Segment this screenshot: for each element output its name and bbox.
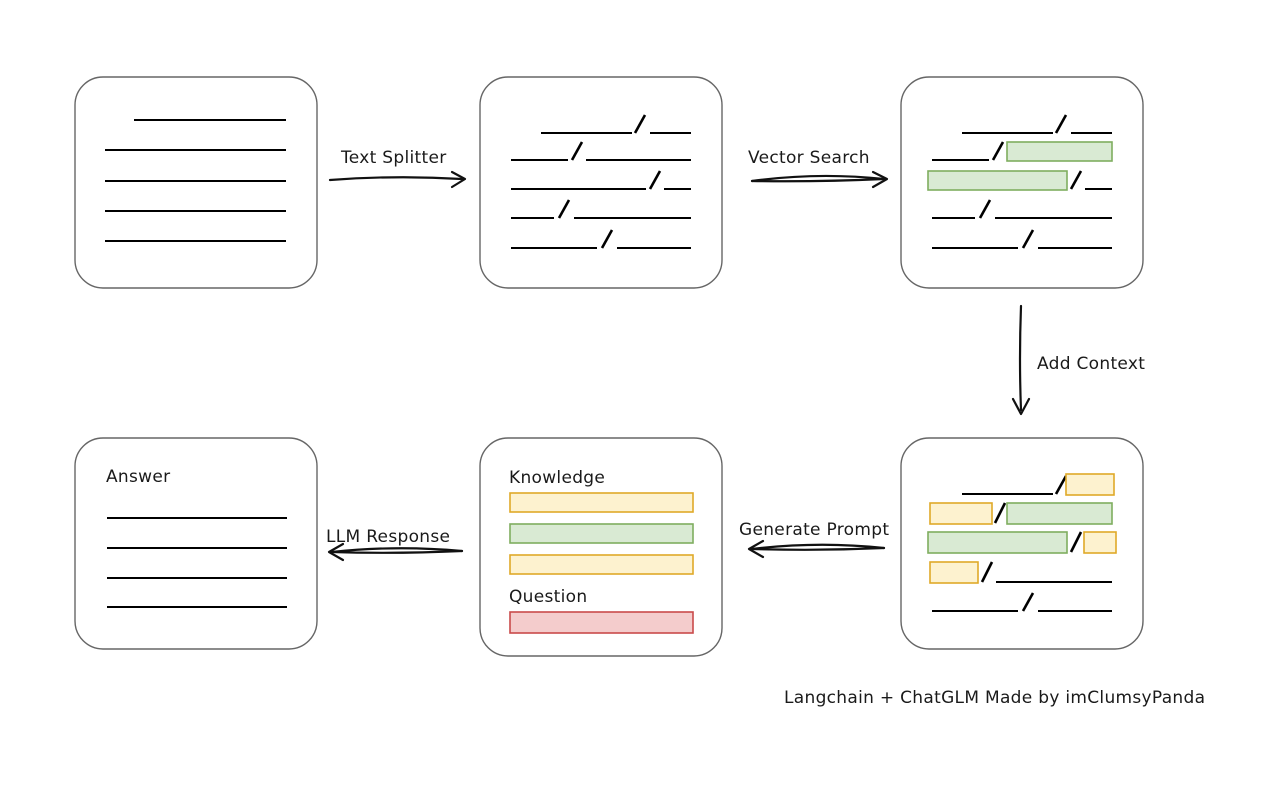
matched-chunks-rows [927,114,1113,249]
edge-label-generate-prompt: Generate Prompt [739,520,889,540]
edge-label-vector-search: Vector Search [748,148,870,168]
node-split-chunks[interactable] [479,76,723,289]
node-prompt[interactable] [479,437,723,657]
chunk-chip-green [1006,141,1113,162]
knowledge-bar-yellow [509,554,694,575]
edge-text-splitter[interactable] [328,170,467,189]
context-chunks-rows [927,473,1117,612]
answer-card[interactable] [74,437,318,650]
prompt-bars [509,492,694,634]
split-chunks-card[interactable] [479,76,723,289]
chunk-chip-yellow [1083,531,1117,554]
prompt-question-label: Question [509,587,587,607]
knowledge-bar-green [509,523,694,544]
answer-label: Answer [106,467,170,487]
edge-vector-search[interactable] [750,170,889,189]
edge-add-context[interactable] [1011,304,1031,416]
chunk-chip-yellow [929,502,993,525]
chunk-chip-yellow [1065,473,1115,496]
edge-generate-prompt[interactable] [747,539,886,559]
diagram-caption: Langchain + ChatGLM Made by imClumsyPand… [784,688,1205,708]
edge-label-llm-response: LLM Response [326,527,450,547]
node-matched-chunks[interactable] [900,76,1144,289]
chunk-chip-green [1006,502,1113,525]
node-source-document[interactable] [74,76,318,289]
knowledge-bar-yellow [509,492,694,513]
source-document-lines [105,119,286,242]
chunk-chip-green [927,531,1068,554]
edge-label-add-context: Add Context [1037,354,1145,374]
source-document-card[interactable] [74,76,318,289]
split-chunks-rows [511,114,691,249]
node-answer[interactable] [74,437,318,650]
node-context-chunks[interactable] [900,437,1144,650]
edge-llm-response[interactable] [327,542,464,562]
chunk-chip-yellow [929,561,979,584]
edge-label-text-splitter: Text Splitter [340,148,447,168]
chunk-chip-green [927,170,1068,191]
prompt-knowledge-label: Knowledge [509,468,605,488]
question-bar-red [509,611,694,634]
answer-lines [107,517,287,608]
